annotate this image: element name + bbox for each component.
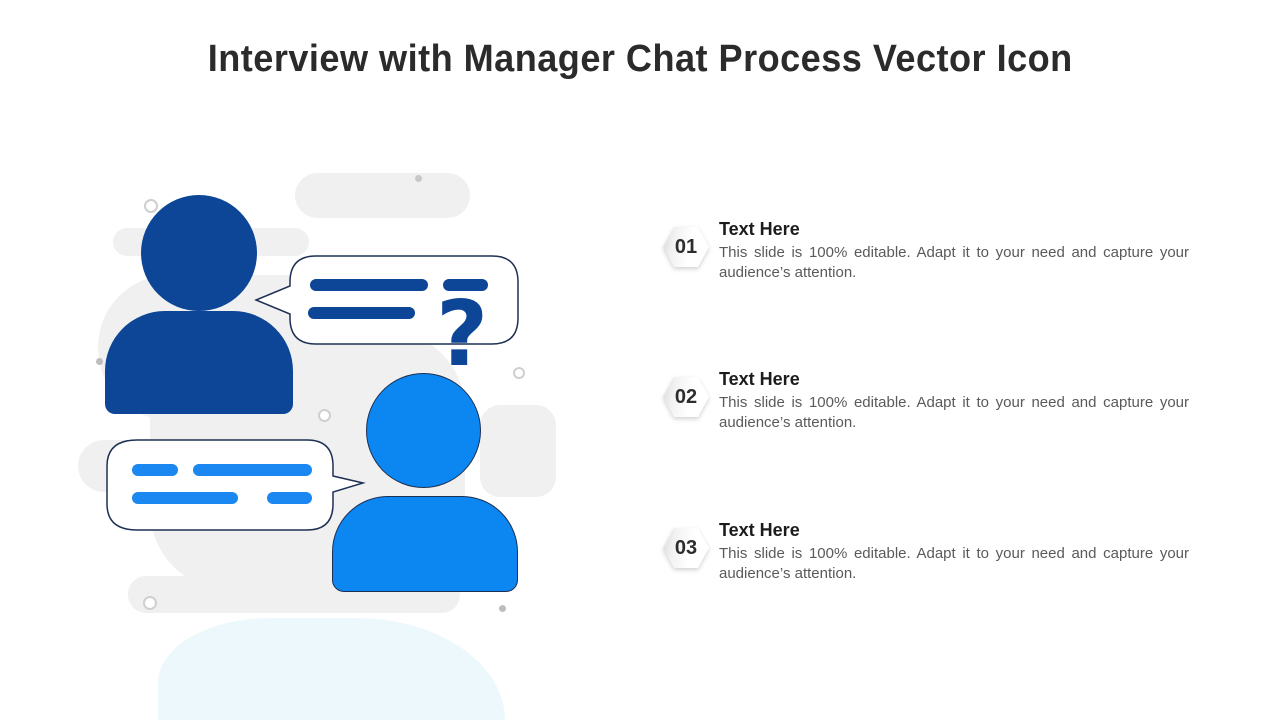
step-badge-wrap: 02 — [663, 377, 710, 432]
decor-dot — [499, 605, 506, 612]
decor-circle — [513, 367, 525, 379]
chat-text-line — [267, 492, 312, 504]
decor-dot — [415, 175, 422, 182]
decor-circle — [318, 409, 331, 422]
question-mark-icon: ? — [436, 282, 488, 387]
chat-text-line — [443, 279, 488, 291]
step-badge-wrap: 01 — [663, 227, 710, 282]
chat-text-line — [193, 464, 312, 476]
title-container: Interview with Manager Chat Process Vect… — [0, 38, 1280, 81]
decor-circle — [143, 596, 157, 610]
chat-text-line — [132, 464, 178, 476]
step-heading: Text Here — [719, 369, 800, 389]
chat-text-line — [308, 307, 415, 319]
step-description: This slide is 100% editable. Adapt it to… — [719, 394, 1189, 431]
step-heading: Text Here — [719, 219, 800, 239]
manager-speech-bubble-icon: ? — [254, 255, 519, 387]
step-text-block: Text Here This slide is 100% editable. A… — [719, 520, 1189, 583]
decor-dot — [96, 358, 103, 365]
candidate-person-icon — [332, 496, 518, 592]
candidate-speech-bubble-icon — [106, 439, 366, 531]
step-description: This slide is 100% editable. Adapt it to… — [719, 545, 1189, 582]
list-item-01: 01 Text Here This slide is 100% editable… — [663, 219, 1190, 282]
step-badge-wrap: 03 — [663, 528, 710, 583]
list-item-02: 02 Text Here This slide is 100% editable… — [663, 369, 1190, 432]
manager-person-icon — [141, 195, 257, 311]
chat-process-illustration: ? — [60, 150, 580, 720]
pale-blue-blob-shape — [158, 618, 505, 720]
step-heading: Text Here — [719, 520, 800, 540]
step-description: This slide is 100% editable. Adapt it to… — [719, 244, 1189, 281]
step-text-block: Text Here This slide is 100% editable. A… — [719, 369, 1189, 432]
manager-person-icon — [105, 311, 293, 414]
background-rect-shape — [480, 405, 556, 497]
step-number-badge: 03 — [663, 528, 709, 568]
decor-circle — [144, 199, 158, 213]
candidate-person-icon — [366, 373, 481, 488]
chat-text-line — [132, 492, 238, 504]
step-number-badge: 01 — [663, 227, 709, 267]
list-item-03: 03 Text Here This slide is 100% editable… — [663, 520, 1190, 583]
step-number-badge: 02 — [663, 377, 709, 417]
background-pill-shape — [295, 173, 470, 218]
chat-text-line — [310, 279, 428, 291]
step-text-block: Text Here This slide is 100% editable. A… — [719, 219, 1189, 282]
page-title: Interview with Manager Chat Process Vect… — [207, 38, 1073, 80]
